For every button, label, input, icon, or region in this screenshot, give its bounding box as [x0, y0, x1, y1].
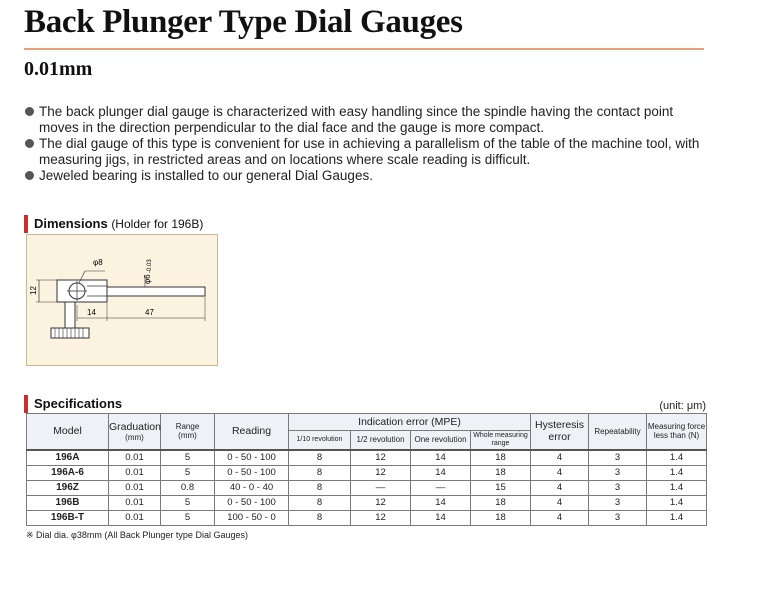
- col-header-hysteresis: Hysteresis error: [530, 413, 590, 450]
- col-header-graduation: Graduation (mm): [108, 413, 161, 450]
- title-divider: [24, 48, 704, 50]
- specifications-table: Model Graduation (mm) Range (mm) Reading…: [26, 413, 708, 526]
- col-header-indication-error: Indication error (MPE): [287, 413, 532, 431]
- col-header-repeatability: Repeatability: [588, 413, 648, 450]
- col-header-rev-1-10: 1/10 revolution: [288, 430, 351, 450]
- holder-shaft: [106, 286, 206, 297]
- bullet-icon: [25, 139, 34, 148]
- bullet-icon: [25, 171, 34, 180]
- specifications-heading: Specifications: [24, 395, 122, 413]
- height-label: 12: [29, 286, 38, 295]
- col-header-reading: Reading: [214, 413, 289, 450]
- col-header-range: Range (mm): [160, 413, 215, 450]
- feature-item: The back plunger dial gauge is character…: [24, 104, 714, 136]
- unit-label: (unit: μm): [659, 400, 706, 412]
- table-row: 196B-T 0.01 5 100 - 50 - 0 8 12 14 18 4 …: [26, 509, 708, 526]
- col-header-force: Measuring force less than (N): [646, 413, 708, 450]
- knurled-knob: [50, 327, 90, 339]
- bore-diameter-label: φ8: [93, 258, 103, 267]
- table-footnote: ※ Dial dia. φ38mm (All Back Plunger type…: [26, 530, 248, 540]
- feature-item: Jeweled bearing is installed to our gene…: [24, 168, 714, 184]
- feature-item: The dial gauge of this type is convenien…: [24, 136, 714, 168]
- clamp-screw: [64, 301, 76, 329]
- page-title: Back Plunger Type Dial Gauges: [24, 4, 463, 40]
- holder-drawing: 12 φ8 φ6 -0.03 14 47: [29, 258, 206, 339]
- shaft-tolerance-label: -0.03: [147, 259, 153, 273]
- dimensions-drawing: 12 φ8 φ6 -0.03 14 47: [26, 234, 218, 366]
- shaft-diameter-label: φ6: [143, 274, 152, 284]
- page-subtitle: 0.01mm: [24, 58, 93, 80]
- table-row: 196B 0.01 5 0 - 50 - 100 8 12 14 18 4 3 …: [26, 494, 708, 511]
- col-header-whole-range: Whole measuring range: [469, 430, 532, 450]
- col-header-rev-1-2: 1/2 revolution: [350, 430, 411, 450]
- table-row: 196A-6 0.01 5 0 - 50 - 100 8 12 14 18 4 …: [26, 464, 708, 481]
- col-header-one-rev: One revolution: [410, 430, 471, 450]
- table-row: 196A 0.01 5 0 - 50 - 100 8 12 14 18 4 3 …: [26, 448, 708, 466]
- dimensions-heading: Dimensions (Holder for 196B): [24, 215, 203, 233]
- bullet-icon: [25, 107, 34, 116]
- table-row: 196Z 0.01 0.8 40 - 0 - 40 8 — — 15 4 3 1…: [26, 479, 708, 496]
- width-b-label: 47: [145, 308, 154, 317]
- width-a-label: 14: [87, 308, 96, 317]
- feature-list: The back plunger dial gauge is character…: [24, 104, 714, 184]
- col-header-model: Model: [26, 413, 109, 450]
